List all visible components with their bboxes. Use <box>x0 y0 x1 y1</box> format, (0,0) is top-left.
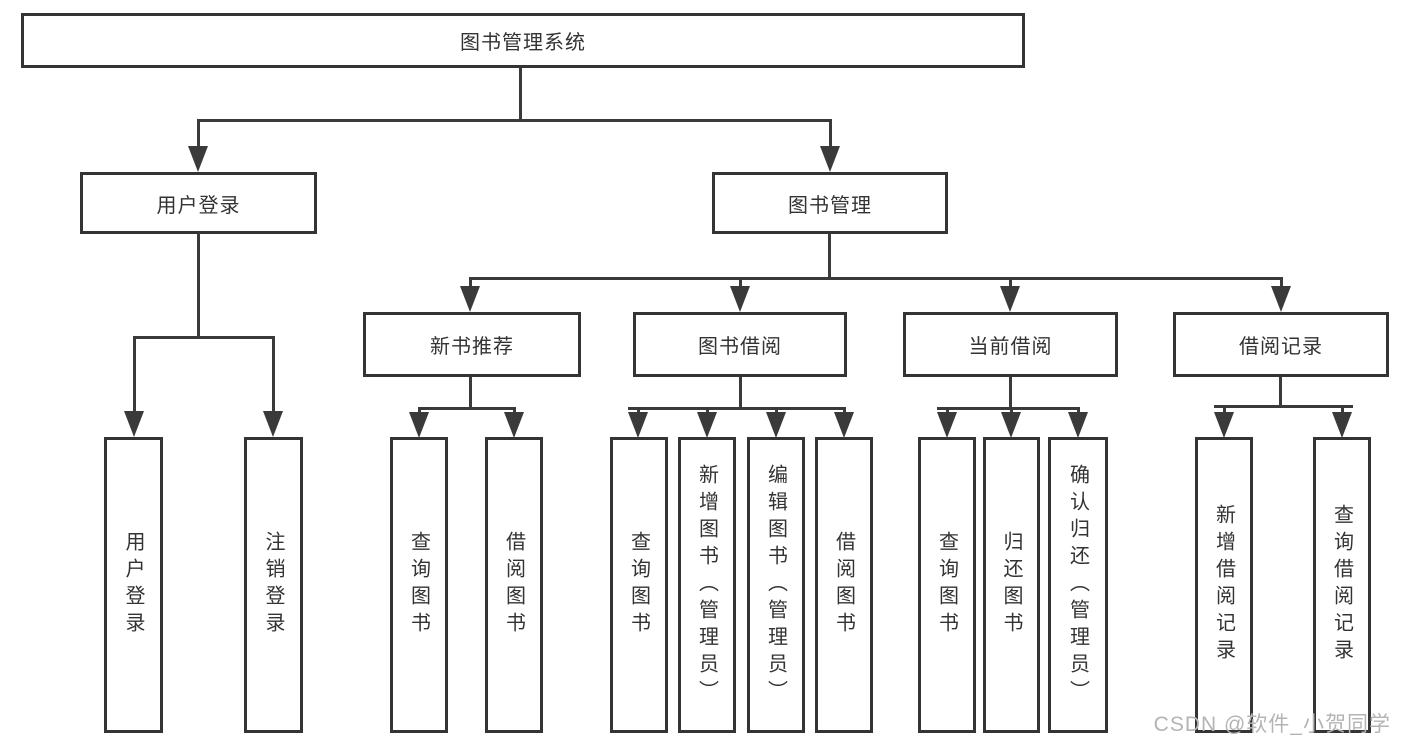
leaf-borrow-books-recommend-label: 借阅图书 <box>502 531 525 639</box>
arrow-to-add-books-admin <box>697 407 717 438</box>
leaf-edit-books-admin: 编辑图书（管理员） <box>747 437 805 733</box>
leaf-add-borrow-record-label: 新增借阅记录 <box>1212 504 1235 666</box>
node-new-book-recommend: 新书推荐 <box>363 312 581 377</box>
connector-new-books-vline <box>469 377 472 409</box>
connector-root-vline <box>519 68 522 121</box>
arrow-to-new-book-recommend <box>460 277 480 312</box>
leaf-borrow-books-recommend: 借阅图书 <box>485 437 543 733</box>
arrow-to-borrow-books <box>834 407 854 438</box>
node-user-login: 用户登录 <box>80 172 317 234</box>
connector-book-mgmt-vline <box>828 234 831 280</box>
node-user-login-label: 用户登录 <box>156 194 241 217</box>
arrow-to-query-borrow-record <box>1332 405 1352 438</box>
arrow-to-book-borrow <box>730 277 750 312</box>
leaf-query-books-current-label: 查询图书 <box>935 531 958 639</box>
leaf-query-books-recommend-label: 查询图书 <box>407 531 430 639</box>
leaf-query-books-current: 查询图书 <box>918 437 976 733</box>
leaf-add-books-admin: 新增图书（管理员） <box>678 437 736 733</box>
arrow-to-leaf-logout <box>263 336 283 437</box>
connector-book-borrow-vline <box>739 377 742 409</box>
leaf-user-login-label: 用户登录 <box>122 531 144 639</box>
node-book-management: 图书管理 <box>712 172 948 234</box>
leaf-add-borrow-record: 新增借阅记录 <box>1195 437 1253 733</box>
leaf-confirm-return-admin-label: 确认归还（管理员） <box>1066 463 1089 707</box>
leaf-logout: 注销登录 <box>244 437 303 733</box>
connector-borrow-records-vline <box>1279 377 1282 408</box>
csdn-watermark: CSDN @软件_小贺同学 <box>1153 713 1391 736</box>
leaf-edit-books-admin-label: 编辑图书（管理员） <box>764 463 787 707</box>
leaf-query-borrow-record-label: 查询借阅记录 <box>1330 504 1353 666</box>
leaf-add-books-admin-label: 新增图书（管理员） <box>695 463 718 707</box>
connector-user-login-vline <box>197 233 200 338</box>
node-borrow-records: 借阅记录 <box>1173 312 1389 377</box>
leaf-query-borrow-record: 查询借阅记录 <box>1313 437 1371 733</box>
connector-current-borrow-vline <box>1009 377 1012 409</box>
node-book-borrow: 图书借阅 <box>633 312 847 377</box>
arrow-to-query-books-borrow <box>628 407 648 438</box>
connector-book-mgmt-hline <box>469 277 1282 280</box>
node-borrow-records-label: 借阅记录 <box>1239 336 1323 358</box>
connector-current-borrow-hline <box>937 407 1079 410</box>
connector-book-borrow-hline <box>628 407 845 410</box>
connector-borrow-records-hline <box>1214 405 1353 408</box>
arrow-to-borrow-books-recommend <box>504 407 524 438</box>
leaf-borrow-books: 借阅图书 <box>815 437 873 733</box>
connector-user-login-hline <box>133 336 275 339</box>
node-current-borrow-label: 当前借阅 <box>968 336 1053 358</box>
arrow-to-borrow-records <box>1271 277 1291 312</box>
connector-new-books-hline <box>418 407 516 410</box>
arrow-to-add-borrow-record <box>1214 405 1234 438</box>
node-book-borrow-label: 图书借阅 <box>698 336 782 358</box>
connector-root-hline <box>197 119 832 122</box>
node-root: 图书管理系统 <box>21 13 1025 68</box>
arrow-to-current-borrow <box>1000 277 1020 312</box>
leaf-borrow-books-label: 借阅图书 <box>832 531 855 639</box>
leaf-logout-label: 注销登录 <box>262 531 284 639</box>
arrow-to-user-login <box>188 119 208 172</box>
leaf-user-login: 用户登录 <box>104 437 163 733</box>
arrow-to-query-books-current <box>937 407 957 438</box>
leaf-return-books-label: 归还图书 <box>1000 531 1022 639</box>
arrow-to-query-books-recommend <box>409 407 429 438</box>
arrow-to-edit-books-admin <box>766 407 786 438</box>
node-book-management-label: 图书管理 <box>788 194 872 217</box>
node-current-borrow: 当前借阅 <box>903 312 1118 377</box>
arrow-to-return-books <box>1001 407 1021 438</box>
arrow-to-confirm-return-admin <box>1068 407 1088 438</box>
node-root-label: 图书管理系统 <box>460 32 586 54</box>
leaf-query-books-recommend: 查询图书 <box>390 437 448 733</box>
leaf-confirm-return-admin: 确认归还（管理员） <box>1048 437 1108 733</box>
leaf-return-books: 归还图书 <box>983 437 1040 733</box>
leaf-query-books-borrow-label: 查询图书 <box>627 531 650 639</box>
arrow-to-book-management <box>820 119 840 172</box>
leaf-query-books-borrow: 查询图书 <box>610 437 668 733</box>
arrow-to-leaf-user-login <box>124 336 144 437</box>
node-new-book-recommend-label: 新书推荐 <box>430 336 514 358</box>
